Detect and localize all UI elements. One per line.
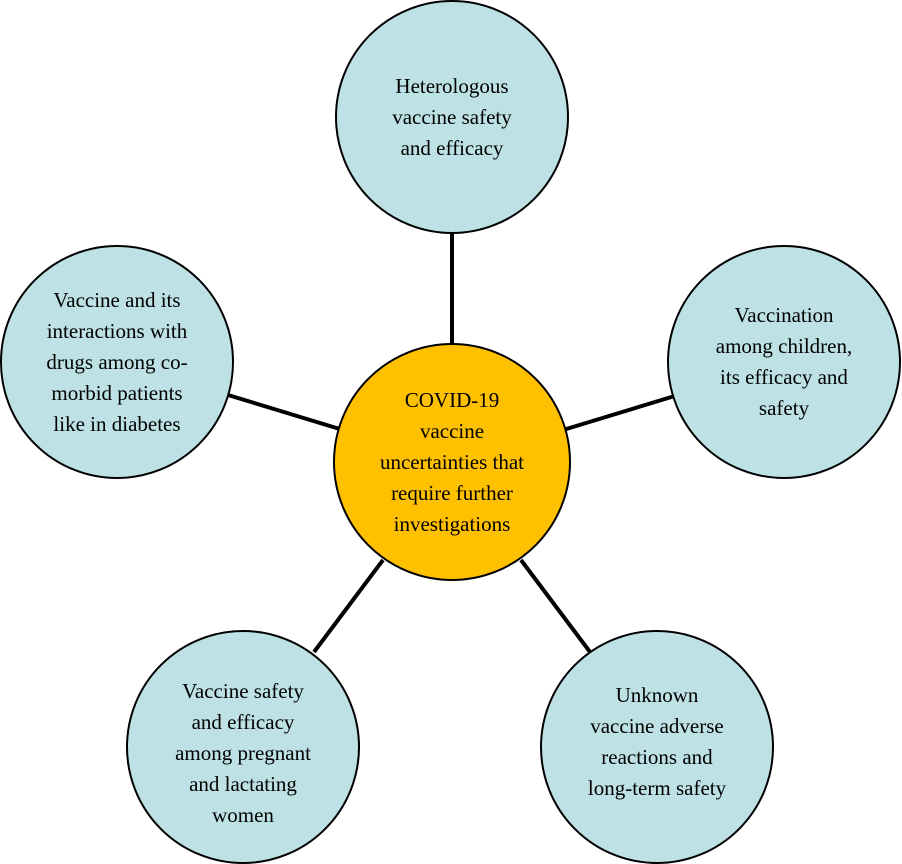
center-label: COVID-19 vaccine uncertainties that requ…: [379, 387, 525, 536]
node-right-circle: [667, 245, 901, 479]
node-right-label: Vaccination among children, its efficacy…: [715, 303, 853, 420]
node-bottom-right-label: Unknown vaccine adverse reactions and lo…: [587, 683, 727, 800]
node-top-label: Heterologous vaccine safety and efficacy: [392, 73, 512, 160]
connector-left: [227, 393, 344, 432]
center-circle: [333, 343, 571, 581]
node-bottom-left-circle: [126, 630, 360, 864]
node-bottom-right-circle: [540, 630, 774, 864]
node-top-circle: [335, 0, 569, 234]
connector-bottom-right: [519, 558, 592, 654]
node-left-circle: [0, 245, 234, 479]
node-left-label: Vaccine and its interactions with drugs …: [46, 287, 188, 436]
node-bottom-left-label: Vaccine safety and efficacy among pregna…: [175, 678, 311, 827]
connector-right: [562, 393, 679, 432]
connector-bottom-left: [312, 558, 385, 654]
